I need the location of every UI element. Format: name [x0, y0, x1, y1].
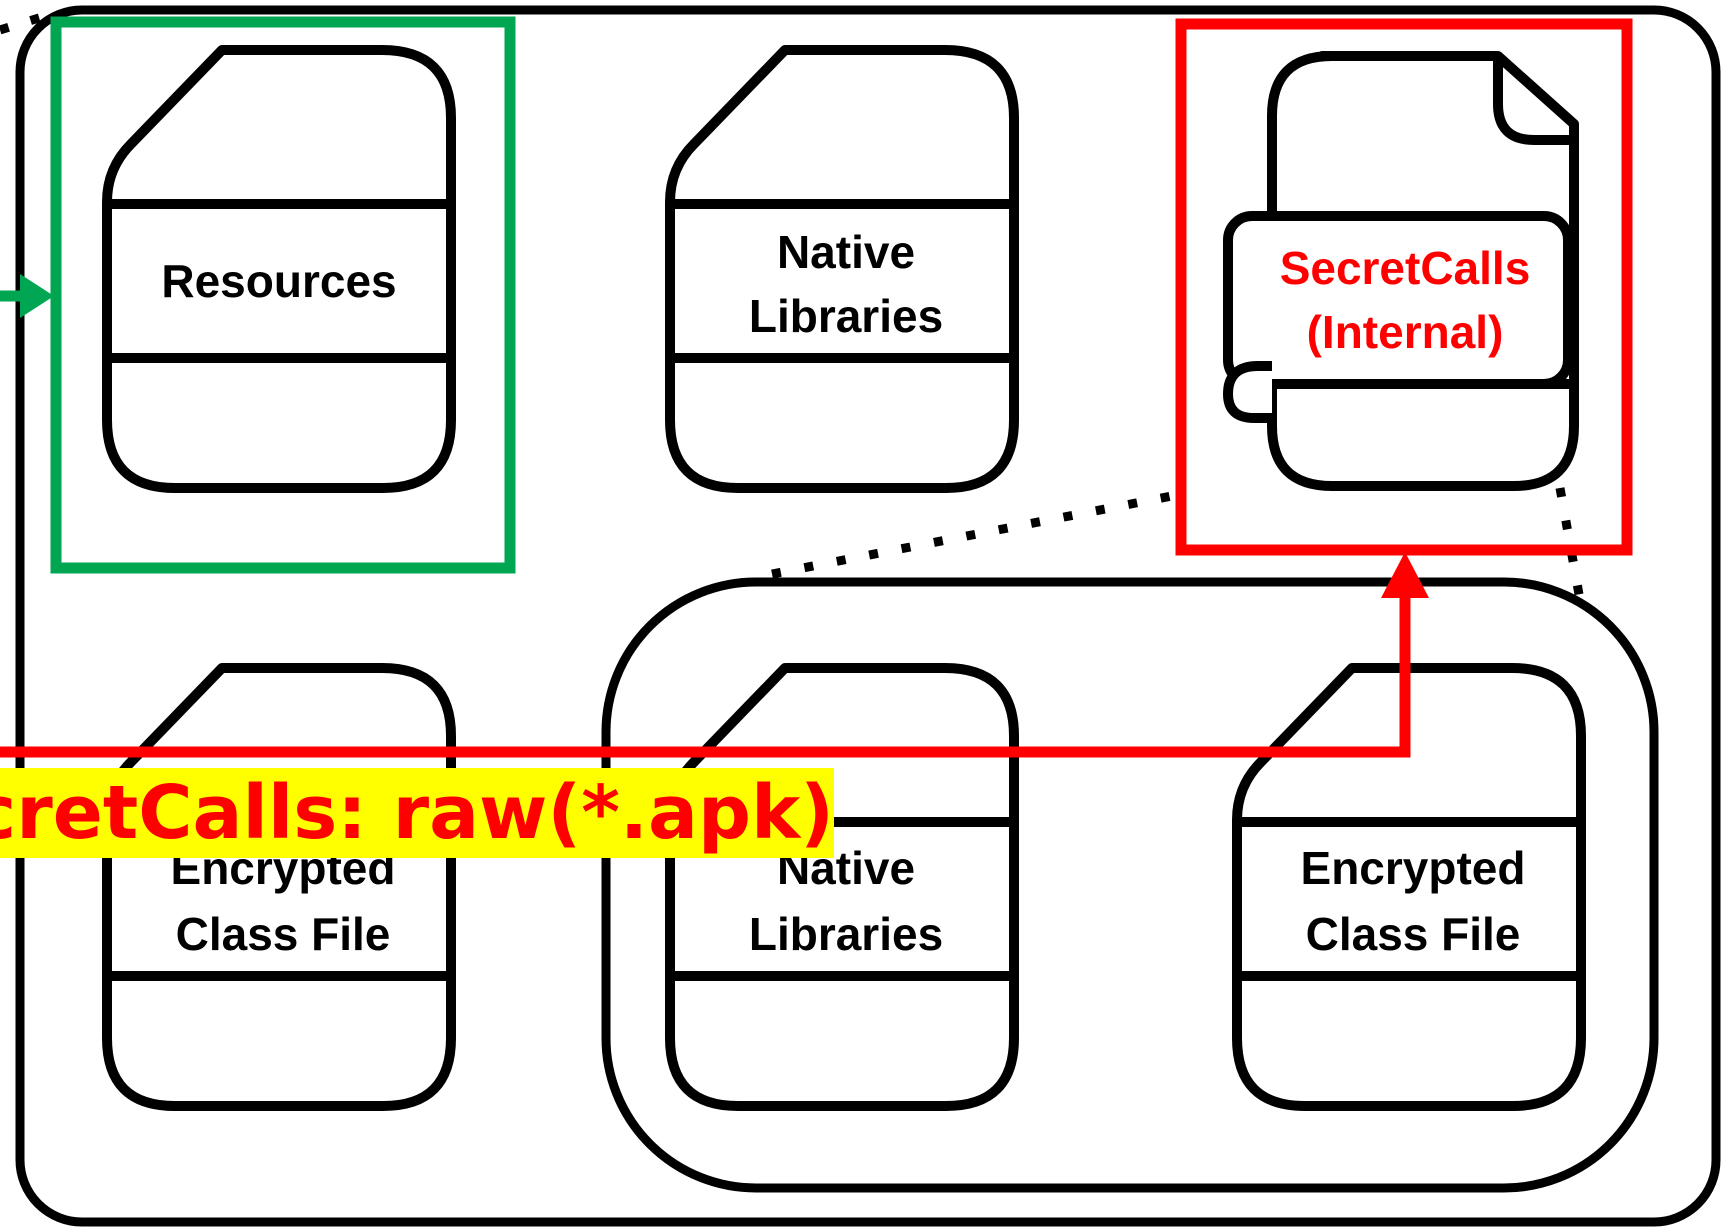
inner-container: [601, 577, 1659, 1193]
outer-container: [15, 5, 1721, 1227]
dotted-line-left: [771, 489, 1183, 579]
file-label: Libraries: [749, 908, 943, 960]
file-secretcalls-internal: SecretCalls (Internal): [1222, 51, 1579, 491]
highlight-box-green: [50, 16, 516, 574]
file-encrypted-class-left: Encrypted Class File: [102, 663, 456, 1111]
file-native-libraries-top: Native Libraries: [665, 45, 1019, 493]
file-icon: [1232, 663, 1586, 1111]
file-encrypted-class-inner: Encrypted Class File: [1232, 663, 1586, 1111]
file-label: (Internal): [1307, 306, 1504, 358]
file-label: Native: [777, 226, 915, 278]
file-native-libraries-inner: Native Libraries: [665, 663, 1019, 1111]
dotted-line-right: [1555, 487, 1585, 601]
file-label: Class File: [1306, 908, 1521, 960]
dotted-connectors: [0, 9, 1585, 601]
file-icon: [665, 45, 1019, 493]
file-label: Class File: [176, 908, 391, 960]
file-label: Encrypted: [1301, 842, 1526, 894]
file-label: Resources: [161, 255, 396, 307]
red-arrow: [0, 552, 1429, 758]
folded-corner: [1493, 56, 1574, 145]
file-icon: [102, 45, 456, 493]
arrow-head-icon: [20, 274, 54, 318]
banner-text: SecretCalls: raw(*.apk): [0, 770, 834, 856]
green-arrow: [0, 274, 54, 318]
highlight-box-red: [1175, 18, 1633, 556]
banner-background: [0, 768, 834, 858]
file-label: Libraries: [749, 290, 943, 342]
banner: SecretCalls: raw(*.apk): [0, 768, 834, 858]
file-resources: Resources: [102, 45, 456, 493]
scroll-curl: [1222, 361, 1272, 423]
file-label: SecretCalls: [1280, 242, 1531, 294]
arrow-head-icon: [1381, 552, 1429, 598]
